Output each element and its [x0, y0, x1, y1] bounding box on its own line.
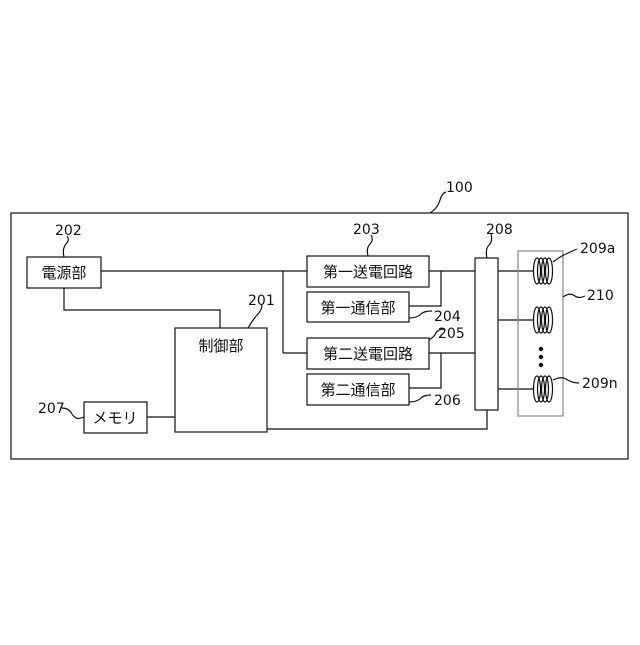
leader-203 — [367, 235, 372, 256]
wire-controller-switch — [267, 410, 487, 429]
leader-207 — [62, 408, 84, 418]
comm-2-label: 第二通信部 — [320, 381, 395, 399]
ref-208: 208 — [486, 222, 513, 238]
ref-209n: 209n — [582, 376, 618, 392]
leader-204 — [409, 311, 432, 318]
coil-icon — [534, 307, 553, 333]
wire-comm1-tx1 — [409, 271, 441, 306]
leader-100 — [430, 192, 446, 213]
controller-label: 制御部 — [198, 337, 243, 355]
ref-209a: 209a — [580, 241, 615, 257]
ref-205: 205 — [438, 326, 465, 342]
ref-204: 204 — [434, 309, 461, 325]
wire-comm2-tx2 — [409, 353, 441, 388]
ref-210: 210 — [587, 288, 614, 304]
coil-icon — [534, 376, 553, 402]
switch-box — [475, 258, 498, 410]
leader-202 — [63, 236, 68, 257]
ref-207: 207 — [38, 401, 65, 417]
wire-power-controller — [64, 288, 220, 328]
ref-201: 201 — [248, 293, 275, 309]
coil-icon — [534, 258, 553, 284]
leader-209n — [553, 378, 579, 383]
leader-206 — [409, 395, 431, 402]
tx-circuit-1-label: 第一送電回路 — [323, 263, 413, 281]
power-supply-label: 電源部 — [41, 264, 86, 282]
memory-label: メモリ — [92, 409, 137, 427]
coil-ellipsis — [539, 347, 543, 367]
leader-210 — [563, 294, 585, 297]
ref-206: 206 — [434, 393, 461, 409]
ref-203: 203 — [353, 222, 380, 238]
tx-circuit-2-label: 第二送電回路 — [323, 345, 413, 363]
ref-100: 100 — [446, 180, 473, 196]
comm-1-label: 第一通信部 — [320, 299, 395, 317]
ref-202: 202 — [55, 223, 82, 239]
